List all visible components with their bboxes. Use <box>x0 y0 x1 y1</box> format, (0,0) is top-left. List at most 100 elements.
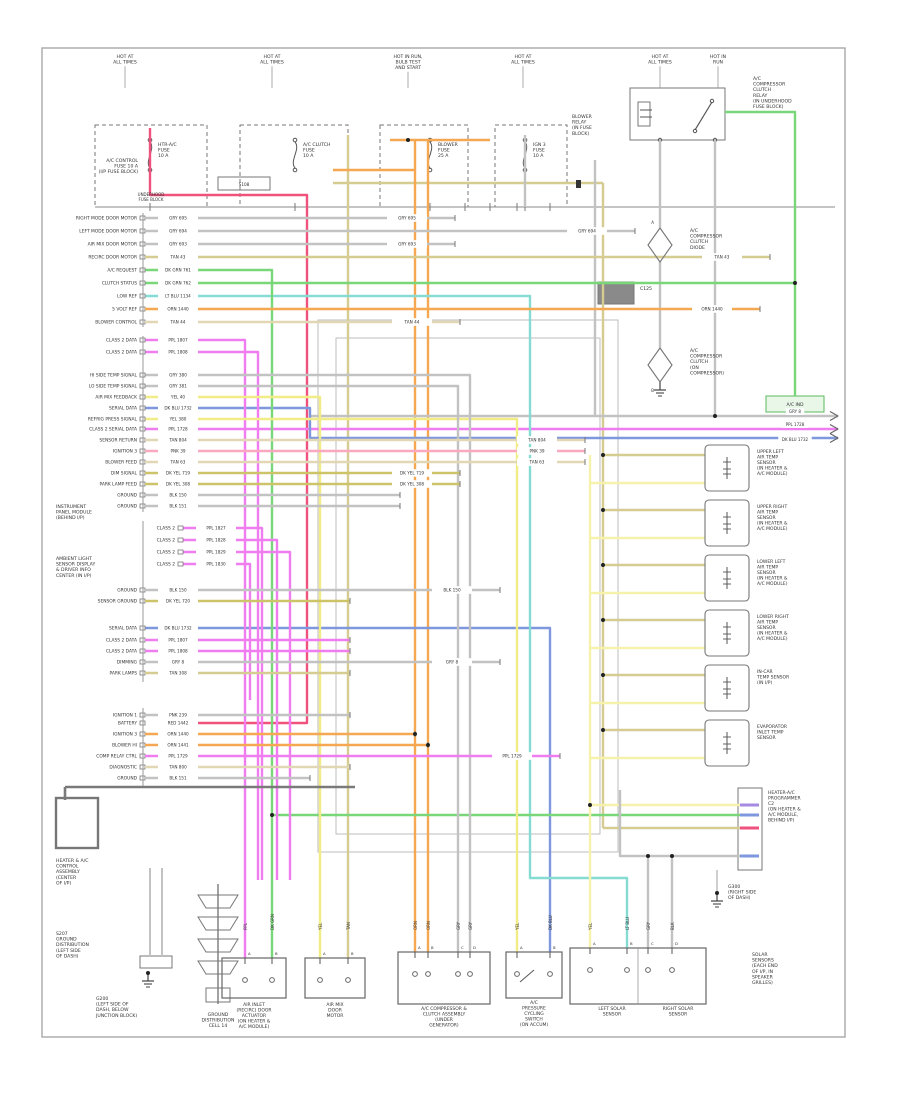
wire-code: DK BLU 1732 <box>164 626 192 631</box>
pin-letter: B <box>275 951 278 956</box>
sensor-box <box>704 664 750 712</box>
pin-label: RECIRC DOOR MOTOR <box>88 255 137 261</box>
code-bg <box>158 480 198 488</box>
wire-code: GRY 380 <box>169 373 187 378</box>
pin-label: A/C REQUEST <box>107 268 137 274</box>
code-bg <box>158 253 198 261</box>
label-17: DK BLU 1732 <box>782 437 809 442</box>
wire-code: ORN 1440 <box>167 732 189 737</box>
wire-gray-31 <box>618 790 748 858</box>
wire-code: GRY 381 <box>169 384 187 389</box>
pin-label: LEFT MODE DOOR MOTOR <box>79 229 137 235</box>
code-bg <box>158 371 198 379</box>
component-box-3 <box>505 951 563 999</box>
pin-label: CLASS 2 DATA <box>106 638 137 644</box>
code-bg <box>158 730 198 738</box>
pin-label: RIGHT MODE DOOR MOTOR <box>76 216 137 222</box>
label-bg <box>778 436 812 443</box>
wire-code: PPL 1827 <box>206 526 226 531</box>
code-bg <box>158 597 198 605</box>
junction-dot <box>270 813 274 817</box>
offpage-arrow <box>829 433 839 443</box>
box-4 <box>629 87 726 141</box>
wire-code: BLK 150 <box>443 588 461 593</box>
code-bg <box>158 382 198 390</box>
code-bg <box>158 447 198 455</box>
label-bg <box>782 421 808 428</box>
pin-label: BATTERY <box>118 721 138 727</box>
pin-label: LO SIDE TEMP SIGNAL <box>89 384 138 390</box>
pin-letter: A <box>520 945 523 950</box>
code-bg <box>158 669 198 677</box>
code-bg <box>702 253 742 261</box>
pin-label: LOW REF <box>117 294 137 300</box>
junction-dot <box>646 854 650 858</box>
pin-label: BLOWER HI <box>112 743 137 749</box>
wire-code: TAN 44 <box>170 320 186 325</box>
code-bg <box>158 336 198 344</box>
junction-dot <box>715 891 719 895</box>
code-bg <box>196 560 236 568</box>
wire-green-11 <box>725 110 797 396</box>
pin <box>177 561 184 567</box>
junction-dot <box>406 138 410 142</box>
pin-label: GROUND <box>117 588 137 594</box>
label-31: ORN <box>426 921 431 930</box>
sensor-box <box>704 444 750 492</box>
relay-switch <box>694 101 713 131</box>
pin <box>177 525 184 531</box>
label-26: PPL <box>243 922 248 930</box>
code-bg <box>158 647 198 655</box>
wire-code: PPL 1729 <box>502 754 522 759</box>
code-bg <box>158 502 198 510</box>
box-11 <box>139 955 173 969</box>
code-bg <box>158 305 198 313</box>
wire-code: TAN 44 <box>404 320 420 325</box>
component-terminal <box>455 971 461 977</box>
label-6: S108 <box>239 182 250 187</box>
wire-gray-27 <box>145 373 472 952</box>
code-bg <box>387 214 427 222</box>
code-bg <box>196 548 236 556</box>
code-bg <box>567 227 607 235</box>
wire-code: TAN 43 <box>170 255 186 260</box>
code-bg <box>692 305 732 313</box>
pin-label: CLASS 2 SERIAL DATA <box>89 427 137 433</box>
pin-label: GROUND <box>117 493 137 499</box>
pin-label: BLOWER FEED <box>105 460 137 466</box>
pin-label: IGNITION 3 <box>113 732 137 738</box>
wire-code: LT BLU 1134 <box>165 294 191 299</box>
junction-dot <box>426 743 430 747</box>
wire-code: BLK 151 <box>169 504 187 509</box>
wire-code: PPL 1807 <box>168 338 188 343</box>
fuse-pin <box>292 167 298 173</box>
pin <box>177 537 184 543</box>
relay-pin <box>709 98 715 104</box>
wire-code: PPL 1808 <box>168 350 188 355</box>
code-bg <box>517 447 557 455</box>
code-bg <box>392 480 432 488</box>
wire-code: DK YEL 719 <box>400 471 424 476</box>
label-37: LT BLU <box>625 917 630 930</box>
wire-code: PNK 39 <box>170 449 185 454</box>
code-bg <box>158 348 198 356</box>
code-bg <box>392 318 432 326</box>
sensor-box <box>704 554 750 602</box>
component-box-1 <box>304 957 366 999</box>
pin-label: SERIAL DATA <box>109 406 137 412</box>
box-9 <box>54 796 100 850</box>
wire-cyan-19 <box>145 294 629 948</box>
wire-code: DK YEL 719 <box>166 471 190 476</box>
component-terminal <box>269 977 275 983</box>
code-bg <box>158 240 198 248</box>
pin-label: GROUND <box>117 504 137 510</box>
